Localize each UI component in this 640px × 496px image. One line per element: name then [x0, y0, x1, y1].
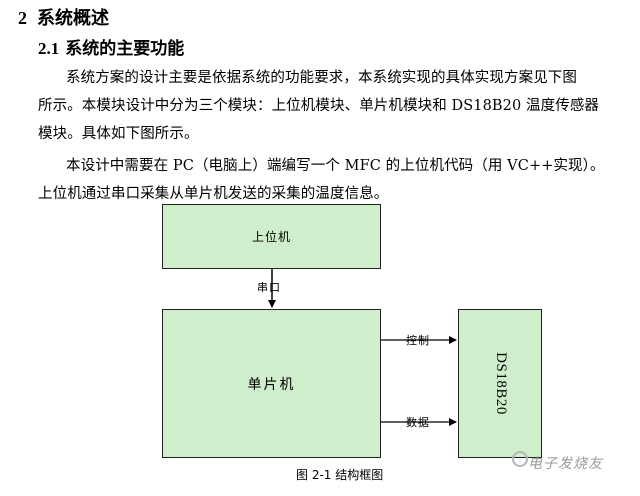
section-heading: 2 系统概述 [18, 4, 109, 30]
paragraph-line-2: 所示。本模块设计中分为三个模块：上位机模块、单片机模块和 DS18B20 温度传… [38, 98, 600, 114]
upper-computer-box: 上位机 [162, 204, 381, 269]
sensor-box: DS18B20 [458, 309, 542, 458]
subsection-title: 系统的主要功能 [65, 39, 185, 59]
watermark-logo-icon [512, 451, 528, 467]
data-label: 数据 [406, 416, 430, 429]
serial-port-label: 串口 [257, 281, 281, 294]
paragraph-line-3: 模块。具体如下图所示。 [38, 126, 199, 142]
paragraph-line-5: 上位机通过串口采集从单片机发送的采集的温度信息。 [38, 186, 389, 202]
microcontroller-box: 单片机 [162, 309, 381, 458]
section-title: 系统概述 [37, 8, 109, 29]
paragraph-line-1: 系统方案的设计主要是依据系统的功能要求，本系统实现的具体实现方案见下图 [66, 70, 577, 86]
subsection-number: 2.1 [38, 39, 60, 58]
paragraph-line-4: 本设计中需要在 PC（电脑上）端编写一个 MFC 的上位机代码（用 VC++实现… [66, 158, 605, 174]
section-number: 2 [18, 8, 27, 28]
subsection-heading: 2.1 系统的主要功能 [38, 34, 184, 59]
upper-computer-label: 上位机 [251, 230, 291, 244]
microcontroller-label: 单片机 [247, 376, 296, 393]
watermark-text: 电子发烧友 [528, 456, 603, 472]
figure-caption: 图 2-1 结构框图 [296, 468, 384, 482]
control-label: 控制 [406, 334, 430, 347]
